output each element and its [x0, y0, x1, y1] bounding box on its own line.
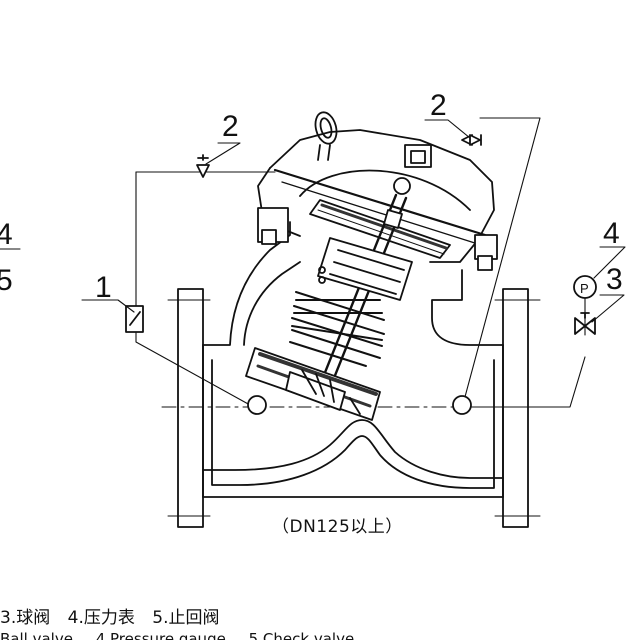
valve-stem: [316, 193, 408, 395]
legend-en-pressure-gauge: 4.Pressure gauge: [95, 630, 226, 640]
callout-1: 1: [95, 271, 112, 304]
callout-leaders: [0, 119, 626, 323]
callout-3: 3: [606, 263, 623, 296]
stem-guide: [317, 237, 413, 301]
lifting-eye: [314, 111, 338, 161]
check-valve: [125, 305, 144, 333]
needle-valve-top: [461, 134, 482, 146]
legend-item-pressure-gauge: 4.压力表: [67, 608, 135, 628]
callout-5-left: 5: [0, 264, 13, 297]
diaphragm: [299, 169, 471, 259]
legend-item-ball-valve: 3.球阀: [0, 608, 51, 628]
callout-4-left: 4: [0, 218, 13, 251]
callout-4-right: 4: [603, 217, 620, 250]
pressure-gauge-mark: P: [580, 281, 589, 296]
valve-disc: [245, 347, 381, 421]
left-flange: [167, 288, 211, 528]
legend-english: Ball valve 4.Pressure gauge 5.Check valv…: [0, 630, 372, 640]
bonnet: [257, 129, 498, 271]
legend-en-check-valve: 5.Check valve: [248, 630, 355, 640]
spring: [289, 291, 385, 367]
needle-valve-left: [196, 154, 210, 178]
legend: 3.球阀 4.压力表 5.止回阀: [0, 603, 232, 628]
ball-valve: [574, 312, 596, 335]
legend-en-ball-valve: Ball valve: [0, 630, 73, 640]
right-flange: [494, 288, 541, 528]
valve-body: [202, 221, 504, 498]
pressure-ports: [247, 395, 472, 415]
callout-2-left: 2: [222, 110, 239, 143]
callout-2-top: 2: [430, 89, 447, 122]
size-label: （DN125以上）: [272, 517, 403, 537]
pressure-gauge-icon: [573, 275, 597, 299]
legend-item-check-valve: 5.止回阀: [152, 608, 220, 628]
